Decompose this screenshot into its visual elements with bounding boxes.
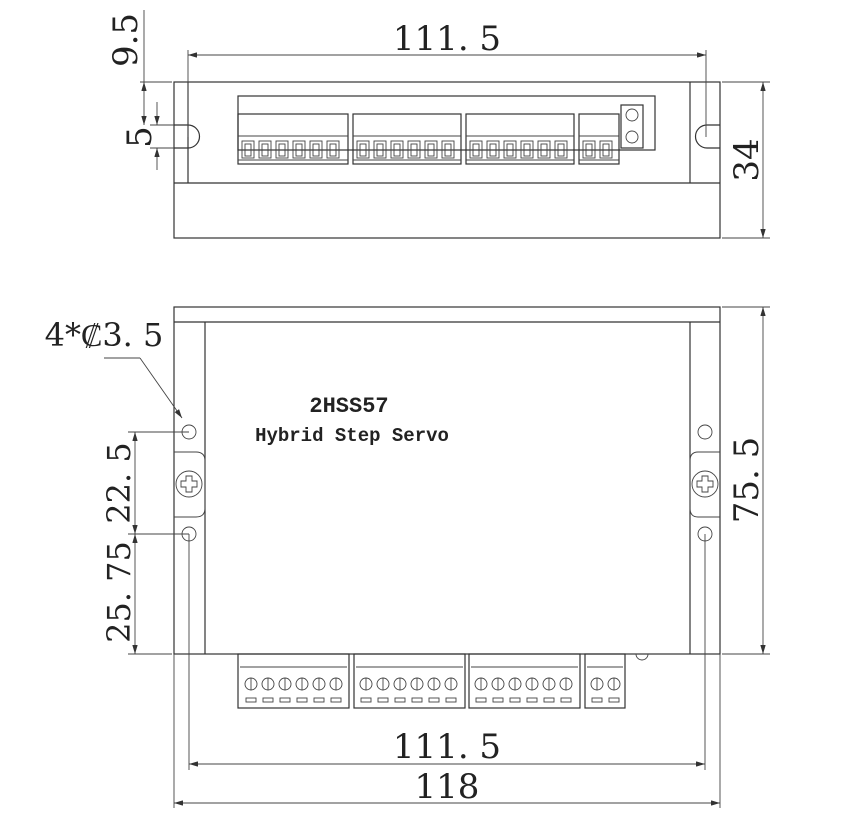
led-icon [625,108,639,122]
left-mount-slot [174,124,201,149]
screw-icon [691,470,719,498]
connector-panel [237,95,656,151]
dim-top-height: 34 [727,138,767,181]
top-view: 111. 5 34 9.5 5 [106,10,770,239]
led-bump [635,653,649,661]
screw-icon [175,470,203,498]
dim-overall-width: 118 [415,767,480,807]
dim-upper-spacing: 22. 5 [100,442,138,523]
front-connector-4 [584,653,626,709]
dim-lower-spacing: 25. 75 [100,541,138,643]
dim-slot-width: 5 [120,126,160,148]
dim-slot-offset: 9.5 [106,13,146,67]
left-screw-boss [174,451,206,518]
top-connector-1 [237,113,349,165]
top-connector-4 [578,113,620,165]
top-view-body [173,81,721,239]
front-view-body [173,306,721,655]
right-mount-slot [694,124,720,149]
front-view: 2HSS57 Hybrid Step Servo 4*₡3. 5 22. 5 2… [45,306,770,808]
right-screw-boss [689,451,720,518]
top-connector-3 [465,113,575,165]
led-indicators [620,104,644,149]
front-connector-2 [353,653,466,709]
dim-bottom-hole-spacing: 111. 5 [393,727,501,767]
product-description: Hybrid Step Servo [255,425,449,447]
dim-top-hole-spacing: 111. 5 [393,19,501,59]
front-connector-3 [468,653,581,709]
led-icon [625,130,639,144]
phillips-cross-icon [696,475,714,493]
top-connector-2 [352,113,462,165]
phillips-cross-icon [180,475,198,493]
front-connector-1 [237,653,350,709]
mount-hole-icon [697,424,713,440]
dim-front-height: 75. 5 [727,437,767,524]
hole-callout: 4*₡3. 5 [45,316,164,354]
product-model: 2HSS57 [309,394,388,419]
